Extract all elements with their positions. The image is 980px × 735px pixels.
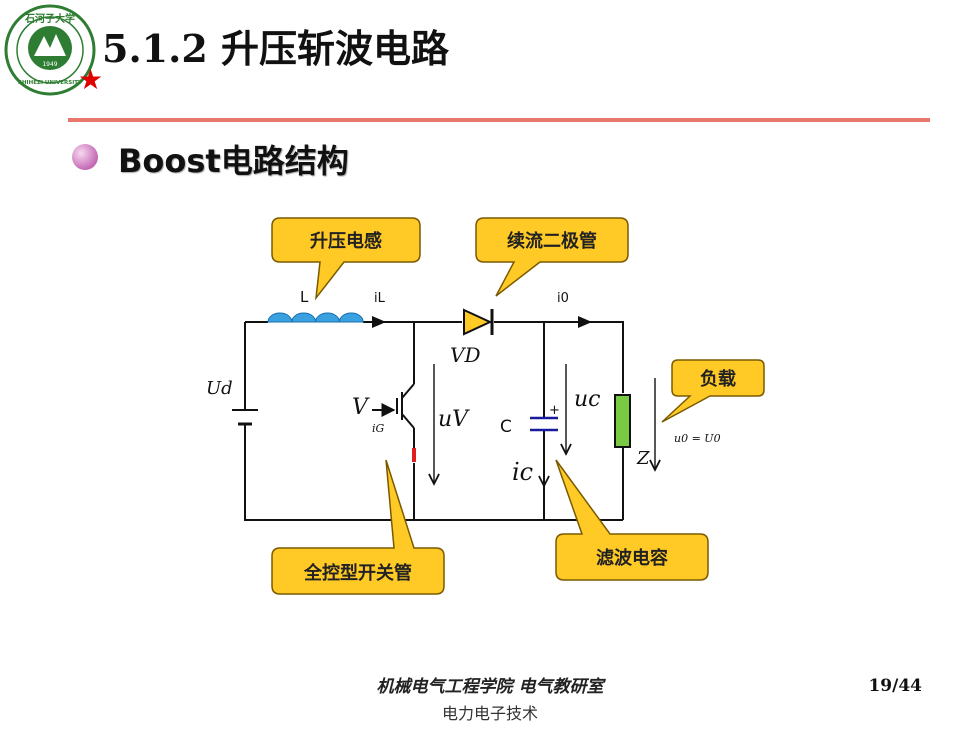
section-subtitle: Boost电路结构 [118, 142, 349, 180]
label-uV: uV [438, 407, 470, 432]
university-logo: 石河子大学 1949 SHIHEZI UNIVERSITY [4, 4, 96, 96]
label-i0: i0 [557, 291, 569, 306]
callout-switch-text: 全控型开关管 [303, 562, 412, 584]
inductor [267, 312, 364, 323]
label-Ud: Ud [206, 378, 233, 399]
page-title: 5.1.2 升压斩波电路 [102, 26, 450, 71]
dc-source [232, 409, 258, 426]
callout-inductor-text: 升压电感 [310, 230, 382, 252]
callout-diode-text: 续流二极管 [507, 230, 597, 252]
label-V: V [352, 395, 370, 420]
bullet-icon [72, 144, 98, 170]
callout-switch: 全控型开关管 [271, 459, 445, 595]
igbt-switch [372, 383, 415, 450]
logo-arc-text: 石河子大学 [24, 12, 75, 25]
callout-capacitor: 滤波电容 [555, 459, 709, 581]
page-number: 19/44 [868, 676, 922, 696]
label-u0-eq: u0 = U0 [674, 432, 721, 445]
i0-arrow-head [578, 316, 592, 328]
label-plus: + [549, 403, 560, 418]
label-C: C [500, 417, 512, 437]
logo-year: 1949 [42, 61, 57, 68]
label-iG: iG [372, 422, 385, 435]
callout-inductor: 升压电感 [271, 217, 421, 301]
il-arrow-head [372, 316, 386, 328]
footer-department: 机械电气工程学院 电气教研室 [376, 677, 604, 697]
circuit-wires [244, 321, 624, 521]
capacitor [530, 416, 558, 432]
callout-diode: 续流二极管 [475, 217, 629, 297]
callout-load: 负载 [661, 359, 765, 423]
diode [463, 308, 494, 336]
logo-bottom-text: SHIHEZI UNIVERSITY [18, 80, 83, 86]
callout-load-text: 负载 [700, 368, 736, 390]
label-Z: Z [636, 448, 650, 469]
label-uc: uc [574, 387, 601, 412]
label-ic: ic [512, 458, 533, 486]
star-icon: ★ [78, 63, 104, 96]
label-iL: iL [374, 291, 386, 306]
label-L: L [300, 288, 309, 306]
footer-course: 电力电子技术 [441, 704, 538, 723]
load-resistor [614, 394, 631, 448]
switch-red-mark [412, 448, 416, 462]
label-VD: VD [450, 343, 480, 367]
callout-capacitor-text: 滤波电容 [596, 547, 668, 569]
header-divider [68, 118, 930, 122]
